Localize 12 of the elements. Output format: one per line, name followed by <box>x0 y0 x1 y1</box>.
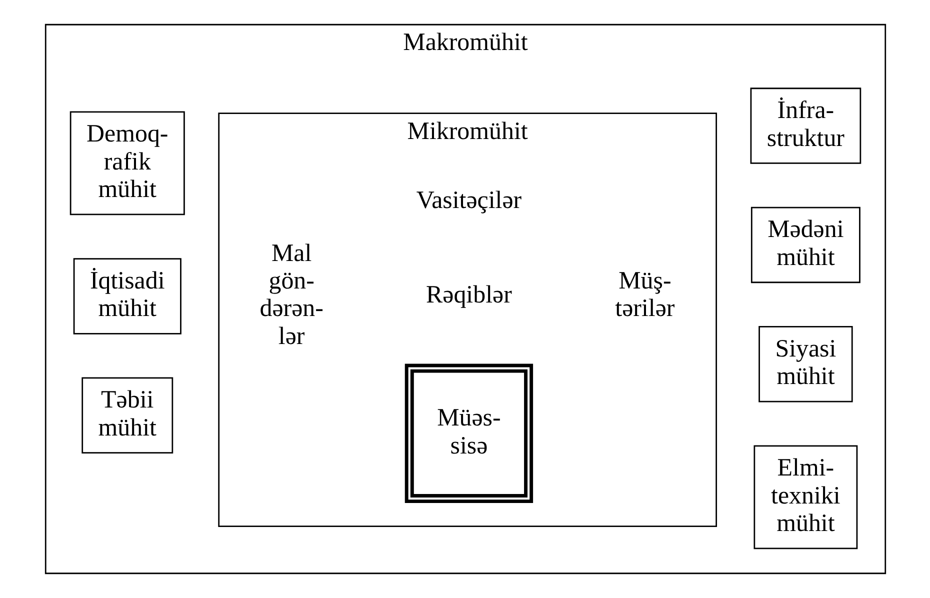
node-box: Siyasi mühit <box>758 326 852 402</box>
node-box: Demoq- rafik mühit <box>69 111 184 216</box>
label: Rəqiblər <box>426 281 512 308</box>
node-box: Elmi- texniki mühit <box>753 445 858 550</box>
node-box: Mədəni mühit <box>750 206 860 284</box>
label: Müş- tərilər <box>614 267 674 322</box>
label: Mal gön- dərən- lər <box>259 240 323 350</box>
node-box: Təbii mühit <box>81 377 173 454</box>
node-box: İqtisadi mühit <box>72 258 181 334</box>
node-box: Müəs- sisə <box>404 364 533 504</box>
label: Vasitəçilər <box>416 187 522 214</box>
node-box: İnfra- struktur <box>750 88 861 164</box>
